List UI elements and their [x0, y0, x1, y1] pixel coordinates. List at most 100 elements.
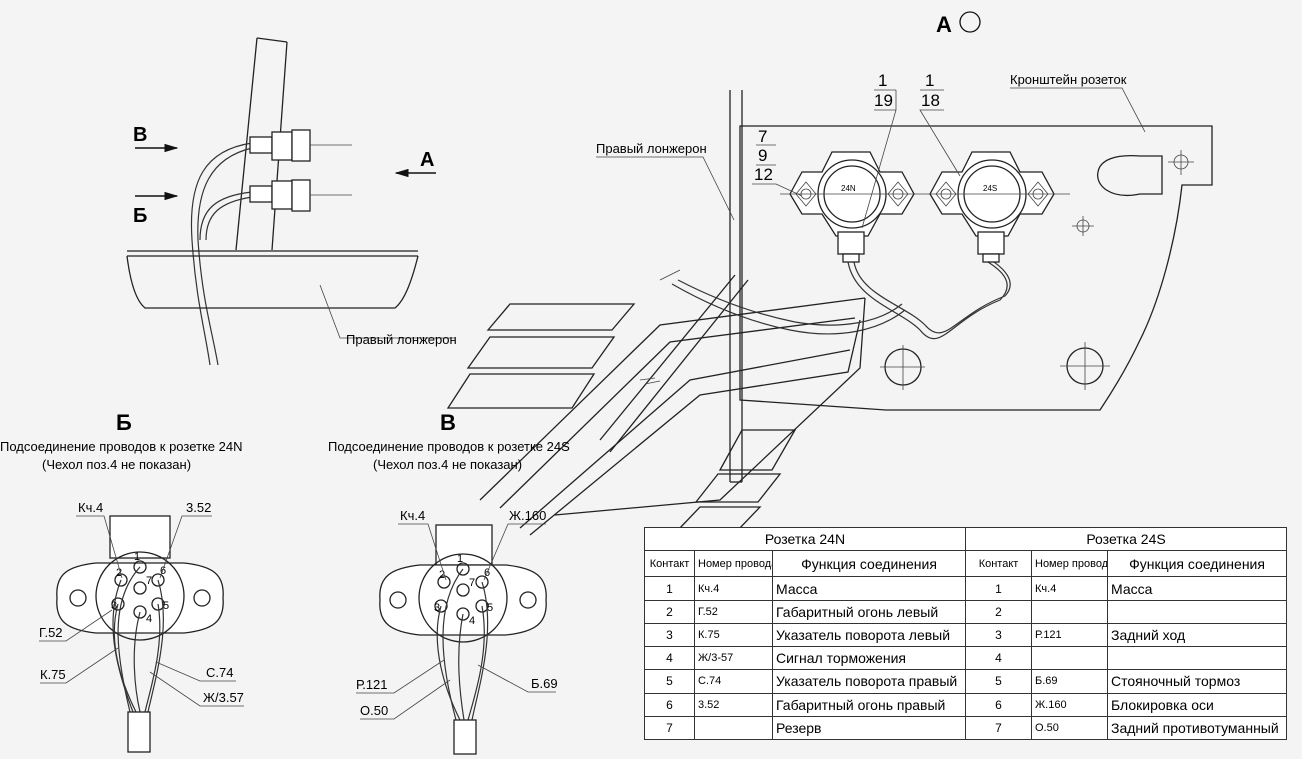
cell-contact-s: 7 — [965, 715, 1032, 741]
cell-contact: 3 — [644, 622, 695, 648]
svg-text:7: 7 — [469, 577, 475, 589]
cell-func-s: Задний ход — [1106, 622, 1288, 648]
cell-wire-n: Кч.4 — [694, 576, 773, 601]
socket-24s-label: 24S — [983, 184, 997, 193]
cell-wire-s — [1031, 646, 1108, 671]
pos-7: 7 — [758, 127, 767, 146]
view-v-title: Подсоединение проводов к розетке 24S — [328, 439, 570, 454]
cell-contact-s: 4 — [965, 646, 1032, 671]
svg-text:1: 1 — [457, 553, 463, 565]
cell-func-n: Указатель поворота левый — [772, 622, 966, 648]
wire-label-kch4-s: Кч.4 — [400, 508, 425, 523]
pinout-table: Розетка 24N Розетка 24S Контакт Номер пр… — [644, 526, 1288, 741]
view-a-letter: А — [936, 12, 952, 37]
view-b-title: Подсоединение проводов к розетке 24N — [0, 439, 242, 454]
wire-label-g52: Г.52 — [39, 625, 63, 640]
header-24n: Розетка 24N — [644, 526, 966, 552]
cell-func-s: Задний противотуманный — [1106, 715, 1288, 741]
table-subheader-row: Контакт Номер провода Функция соединения… — [644, 550, 1288, 578]
socket-24n-wiring: 1 2 3 4 5 6 7 — [56, 515, 224, 753]
cell-func-s: Блокировка оси — [1106, 692, 1288, 717]
pos-9: 9 — [758, 146, 767, 165]
cell-wire-n: К.75 — [694, 622, 773, 648]
cell-func-s: Масса — [1106, 576, 1288, 601]
pos-19: 19 — [874, 91, 893, 110]
view-b-letter: Б — [116, 410, 132, 435]
svg-text:7: 7 — [146, 575, 152, 587]
svg-text:2: 2 — [116, 567, 122, 579]
col-function-s: Функция соединения — [1106, 550, 1288, 578]
wire-label-r121: Р.121 — [356, 677, 388, 692]
view-b-note: (Чехол поз.4 не показан) — [42, 457, 191, 472]
cell-wire-n: Г.52 — [694, 599, 773, 624]
wire-label-k75: К.75 — [40, 667, 66, 682]
cell-wire-n — [694, 715, 773, 741]
wire-label-o50: О.50 — [360, 703, 388, 718]
pos-1-b: 1 — [925, 71, 934, 90]
cell-wire-s: Б.69 — [1031, 669, 1108, 694]
svg-text:4: 4 — [146, 613, 152, 625]
cell-contact: 5 — [644, 669, 695, 694]
svg-text:3: 3 — [434, 602, 440, 614]
cell-wire-s — [1031, 599, 1108, 624]
cell-contact: 7 — [644, 715, 695, 741]
svg-text:4: 4 — [469, 615, 475, 627]
cell-wire-s: Ж.160 — [1031, 692, 1108, 717]
cell-func-s: Стояночный тормоз — [1106, 669, 1288, 694]
col-function-n: Функция соединения — [772, 550, 966, 578]
svg-text:1: 1 — [134, 551, 140, 563]
col-wire-s: Номер провода — [1031, 550, 1108, 578]
cell-contact-s: 3 — [965, 622, 1032, 648]
chassis-ribs — [446, 269, 866, 536]
cell-contact-s: 6 — [965, 692, 1032, 717]
svg-text:6: 6 — [160, 565, 166, 577]
col-contact-s: Контакт — [965, 550, 1032, 578]
cell-contact-s: 2 — [965, 599, 1032, 624]
cell-func-n: Сигнал торможения — [772, 646, 966, 671]
svg-text:2: 2 — [439, 569, 445, 581]
spar-label-left: Правый лонжерон — [346, 332, 457, 347]
cell-func-s — [1106, 599, 1288, 624]
cell-func-n: Габаритный огонь правый — [772, 692, 966, 717]
wire-label-zh160: Ж.160 — [509, 508, 546, 523]
svg-text:5: 5 — [163, 600, 169, 612]
table-header-row: Розетка 24N Розетка 24S — [644, 526, 1288, 552]
bracket-plate — [739, 125, 1213, 411]
socket-24n — [789, 151, 915, 263]
cell-func-n: Указатель поворота правый — [772, 669, 966, 694]
cell-contact: 6 — [644, 692, 695, 717]
wire-label-zh357: Ж/3.57 — [203, 690, 244, 705]
cell-func-s — [1106, 646, 1288, 671]
cell-wire-s: О.50 — [1031, 715, 1108, 741]
socket-24n-label: 24N — [841, 184, 856, 193]
view-v-note: (Чехол поз.4 не показан) — [373, 457, 522, 472]
cell-contact: 4 — [644, 646, 695, 671]
socket-24s — [929, 151, 1055, 263]
wire-label-s74: С.74 — [206, 665, 233, 680]
rotate-icon — [959, 11, 981, 33]
header-24s: Розетка 24S — [964, 526, 1288, 552]
cell-contact: 2 — [644, 599, 695, 624]
spar-label-right: Правый лонжерон — [596, 141, 707, 156]
cell-wire-n: С.74 — [694, 669, 773, 694]
arrow-label-a: А — [420, 149, 434, 171]
cell-contact: 1 — [644, 576, 695, 601]
cell-contact-s: 5 — [965, 669, 1032, 694]
svg-text:5: 5 — [487, 602, 493, 614]
cell-func-n: Габаритный огонь левый — [772, 599, 966, 624]
pos-1-a: 1 — [878, 71, 887, 90]
cell-wire-s: Кч.4 — [1031, 576, 1108, 601]
col-wire-n: Номер провода — [694, 550, 773, 578]
wire-label-352: 3.52 — [186, 500, 211, 515]
cell-func-n: Резерв — [772, 715, 966, 741]
cell-func-n: Масса — [772, 576, 966, 601]
view-v-letter: В — [440, 410, 456, 435]
connector-upper — [249, 129, 352, 162]
